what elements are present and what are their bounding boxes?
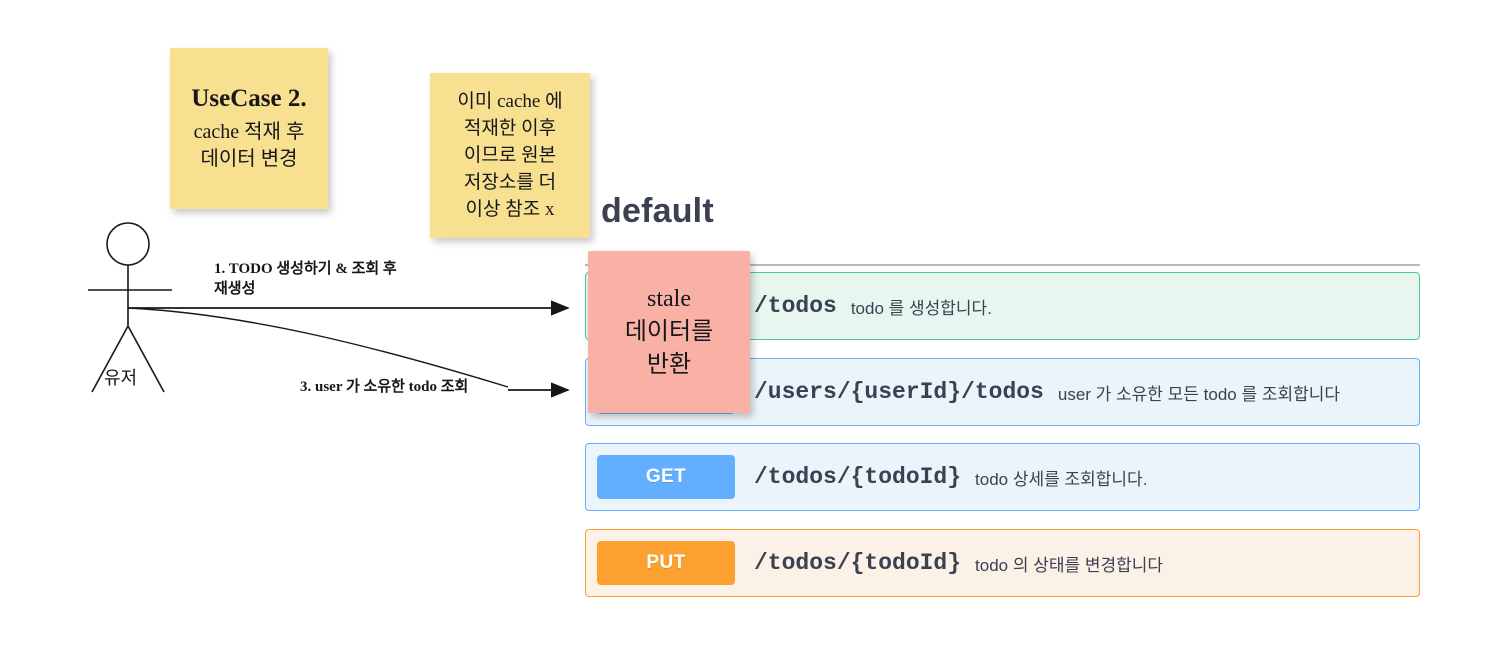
sticky-cache-line4: 저장소를 더 (463, 172, 557, 193)
api-description: todo 를 생성합니다. (850, 298, 992, 318)
http-method-badge: PUT (597, 541, 735, 585)
sticky-usecase-title: UseCase 2. (191, 85, 307, 112)
sticky-note-stale: stale 데이터를 반환 (588, 251, 750, 413)
sticky-stale-line3: 반환 (646, 351, 692, 378)
api-description: todo 상세를 조회합니다. (975, 469, 1148, 489)
sticky-stale-line2: 데이터를 (624, 318, 714, 345)
arrow-3-label: 3. user 가 소유한 todo 조회 (300, 379, 469, 395)
api-operation-row[interactable]: PUT /todos/{todoId} todo 의 상태를 변경합니다 (585, 529, 1420, 597)
sticky-note-usecase: UseCase 2. cache 적재 후 데이터 변경 (170, 48, 328, 209)
sticky-cache-line3: 이므로 원본 (463, 145, 557, 166)
sticky-usecase-line2: 데이터 변경 (200, 148, 298, 170)
api-path: /todos/{todoId} (754, 464, 962, 490)
actor-label: 유저 (104, 368, 138, 388)
section-divider (585, 264, 1420, 266)
sticky-cache-line1: 이미 cache 에 (457, 91, 563, 112)
sticky-usecase-line1: cache 적재 후 (193, 121, 305, 143)
api-description: user 가 소유한 모든 todo 를 조회합니다 (1057, 384, 1341, 404)
sticky-cache-line5: 이상 참조 x (465, 199, 555, 220)
api-description: todo 의 상태를 변경합니다 (975, 555, 1164, 575)
api-path: /users/{userId}/todos (754, 379, 1044, 405)
sticky-note-cache: 이미 cache 에 적재한 이후 이므로 원본 저장소를 더 이상 참조 x (430, 73, 590, 238)
sticky-cache-line2: 적재한 이후 (463, 118, 557, 139)
api-path: /todos/{todoId} (754, 550, 962, 576)
http-method-badge: GET (597, 455, 735, 499)
api-path: /todos (754, 293, 837, 319)
api-operation-row[interactable]: GET /todos/{todoId} todo 상세를 조회합니다. (585, 443, 1420, 511)
sticky-stale-line1: stale (647, 285, 691, 312)
swagger-tag-heading: default (601, 192, 714, 230)
arrow-1-label: 1. TODO 생성하기 & 조회 후 재생성 (214, 261, 397, 297)
